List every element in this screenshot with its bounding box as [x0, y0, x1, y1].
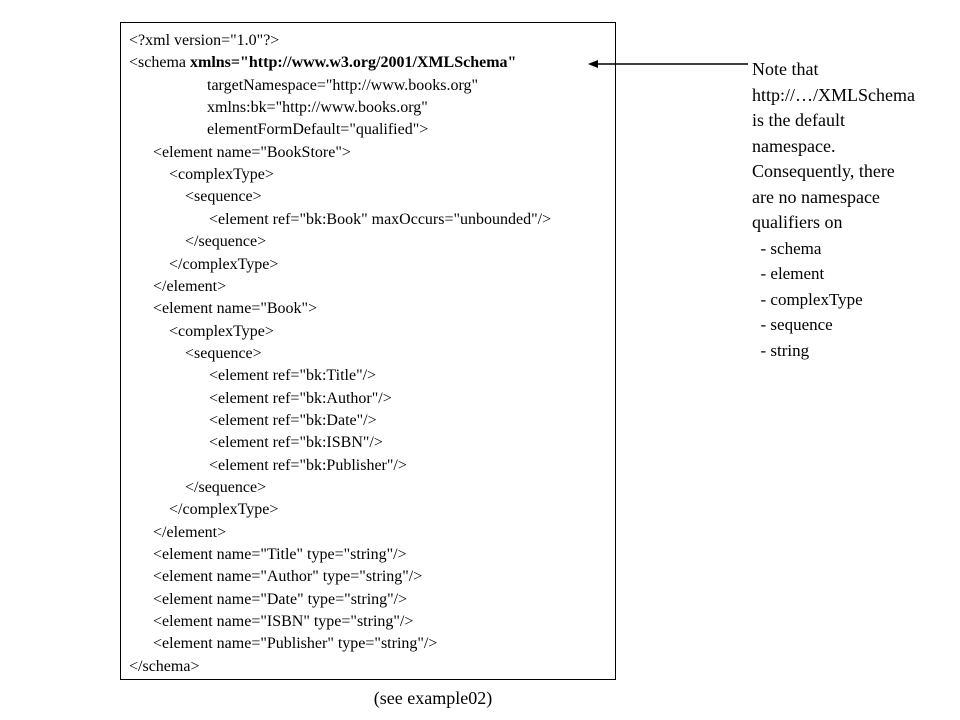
- code-line: <element name="ISBN" type="string"/>: [153, 613, 414, 631]
- code-line: </element>: [153, 277, 227, 295]
- annotation-note: Note that http://…/XMLSchema is the defaul…: [752, 57, 957, 363]
- note-line: Note that: [752, 59, 819, 79]
- xml-schema-code-box: <?xml version="1.0"?> <schema xmlns="http…: [120, 22, 616, 680]
- note-list-item: - string: [752, 340, 810, 360]
- code-line: <element ref="bk:Author"/>: [209, 389, 392, 407]
- code-line: targetNamespace="http://www.books.org": [207, 76, 479, 94]
- note-line: are no namespace: [752, 186, 880, 207]
- code-schema-prefix: <schema: [129, 54, 190, 72]
- code-line: <element ref="bk:Date"/>: [209, 411, 377, 429]
- code-line: </sequence>: [185, 233, 267, 251]
- code-default-namespace: xmlns="http://www.w3.org/2001/XMLSchema": [190, 54, 517, 72]
- code-line: </complexType>: [169, 501, 279, 519]
- arrow-head: [588, 60, 598, 68]
- code-line: <complexType>: [169, 166, 274, 184]
- note-line: Consequently, there: [752, 161, 895, 181]
- code-line: <element name="Author" type="string"/>: [153, 568, 423, 586]
- code-line: <element name="Date" type="string"/>: [153, 590, 408, 608]
- code-line: xmlns:bk="http://www.books.org": [207, 99, 428, 117]
- code-line: <?xml version="1.0"?>: [129, 32, 280, 49]
- note-line: qualifiers on: [752, 212, 843, 232]
- code-line: <element ref="bk:Title"/>: [209, 367, 377, 385]
- code-line: elementFormDefault="qualified">: [207, 121, 429, 139]
- code-line: </element>: [153, 523, 227, 541]
- code-line: <schema xmlns="http://www.w3.org/2001/XM…: [129, 53, 516, 73]
- code-line: <element name="Title" type="string"/>: [153, 546, 407, 564]
- caption: (see example02): [373, 688, 493, 708]
- code-line: <element ref="bk:Publisher"/>: [209, 456, 407, 474]
- note-list-item: - complexType: [752, 289, 863, 309]
- note-line: namespace.: [752, 135, 836, 156]
- note-line: is the default: [752, 110, 845, 130]
- code-line: <element name="BookStore">: [153, 143, 351, 161]
- code-line: <complexType>: [169, 322, 274, 340]
- note-list-item: - element: [752, 264, 825, 283]
- code-line: </complexType>: [169, 255, 279, 273]
- code-line: </sequence>: [185, 479, 267, 496]
- code-line: <element name="Publisher" type="string"/…: [153, 635, 438, 653]
- code-line: <element name="Book">: [153, 300, 318, 318]
- code-line: <sequence>: [185, 344, 262, 362]
- note-line: http://…/XMLSchema: [752, 84, 915, 105]
- note-list-item: - schema: [752, 238, 822, 258]
- code-line: <element ref="bk:ISBN"/>: [209, 434, 383, 452]
- code-line: <element ref="bk:Book" maxOccurs="unboun…: [209, 210, 552, 228]
- note-list-item: - sequence: [752, 315, 833, 334]
- code-line: <sequence>: [185, 188, 262, 206]
- code-line: </schema>: [129, 657, 200, 675]
